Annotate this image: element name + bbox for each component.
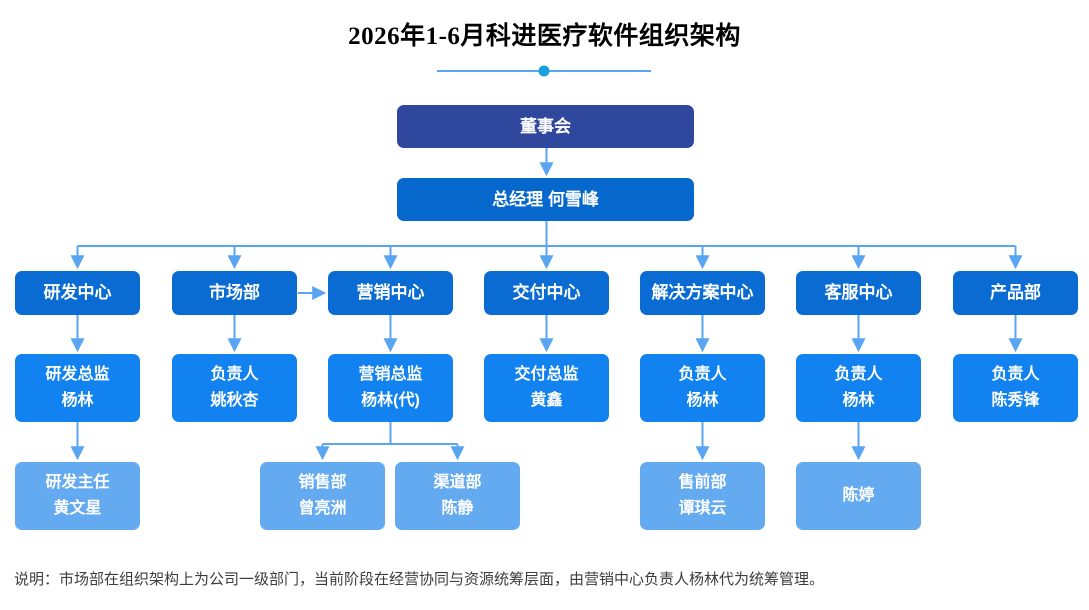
org-node-market-lead: 负责人 姚秋杏 (172, 354, 297, 422)
org-node-service-member: 陈婷 (796, 462, 921, 530)
node-label: 负责人 (834, 366, 883, 383)
org-node-product-lead: 负责人 陈秀锋 (953, 354, 1078, 422)
node-sublabel: 姚秋杏 (210, 392, 259, 409)
org-node-board: 董事会 (397, 105, 694, 148)
org-node-market-dept: 市场部 (172, 271, 297, 315)
org-node-delivery-director: 交付总监 黄鑫 (484, 354, 609, 422)
org-node-solution-lead: 负责人 杨林 (640, 354, 765, 422)
node-sublabel: 杨林 (686, 392, 719, 409)
node-sublabel: 黄鑫 (530, 392, 563, 409)
org-node-presales-dept: 售前部 谭琪云 (640, 462, 765, 530)
node-label: 研发总监 (45, 366, 110, 383)
org-node-channel-dept: 渠道部 陈静 (395, 462, 520, 530)
node-label: 研发主任 (45, 474, 110, 491)
node-sublabel: 曾亮洲 (298, 500, 347, 517)
node-sublabel: 杨林(代) (361, 392, 420, 409)
node-label: 负责人 (991, 366, 1040, 383)
node-sublabel: 杨林 (842, 392, 875, 409)
node-label: 研发中心 (43, 283, 112, 302)
page-title: 2026年1-6月科进医疗软件组织架构 (348, 23, 741, 50)
org-node-solution-center: 解决方案中心 (640, 271, 765, 315)
node-sublabel: 杨林 (61, 392, 94, 409)
node-label: 负责人 (678, 366, 727, 383)
org-node-service-lead: 负责人 杨林 (796, 354, 921, 422)
node-sublabel: 谭琪云 (678, 500, 727, 517)
node-label: 渠道部 (433, 474, 482, 491)
node-label: 陈婷 (842, 487, 875, 504)
footnote: 说明：市场部在组织架构上为公司一级部门，当前阶段在经营协同与资源统筹层面，由营销… (14, 571, 825, 588)
org-node-sales-center: 营销中心 (328, 271, 453, 315)
org-node-product-dept: 产品部 (953, 271, 1078, 315)
org-node-rd-chief: 研发主任 黄文星 (15, 462, 140, 530)
node-label: 解决方案中心 (651, 283, 754, 302)
node-sublabel: 陈静 (441, 500, 474, 517)
org-node-delivery-center: 交付中心 (484, 271, 609, 315)
node-label: 市场部 (209, 283, 260, 302)
node-label: 董事会 (520, 116, 571, 136)
org-node-rd-director: 研发总监 杨林 (15, 354, 140, 422)
node-label: 售前部 (678, 474, 727, 491)
node-sublabel: 黄文星 (53, 500, 102, 517)
org-node-general-manager: 总经理 何雪峰 (397, 178, 694, 221)
node-label: 营销中心 (356, 283, 425, 302)
node-label: 总经理 何雪峰 (492, 189, 599, 209)
title-divider-dot (538, 65, 550, 77)
node-label: 产品部 (990, 283, 1041, 302)
node-label: 交付中心 (512, 283, 581, 302)
node-label: 客服中心 (824, 283, 893, 302)
node-label: 销售部 (298, 474, 347, 491)
node-label: 交付总监 (514, 366, 579, 383)
node-label: 营销总监 (358, 366, 423, 383)
org-node-sales-dept: 销售部 曾亮洲 (260, 462, 385, 530)
org-node-rd-center: 研发中心 (15, 271, 140, 315)
node-label: 负责人 (210, 366, 259, 383)
org-node-sales-director: 营销总监 杨林(代) (328, 354, 453, 422)
node-sublabel: 陈秀锋 (991, 392, 1040, 409)
org-node-service-center: 客服中心 (796, 271, 921, 315)
